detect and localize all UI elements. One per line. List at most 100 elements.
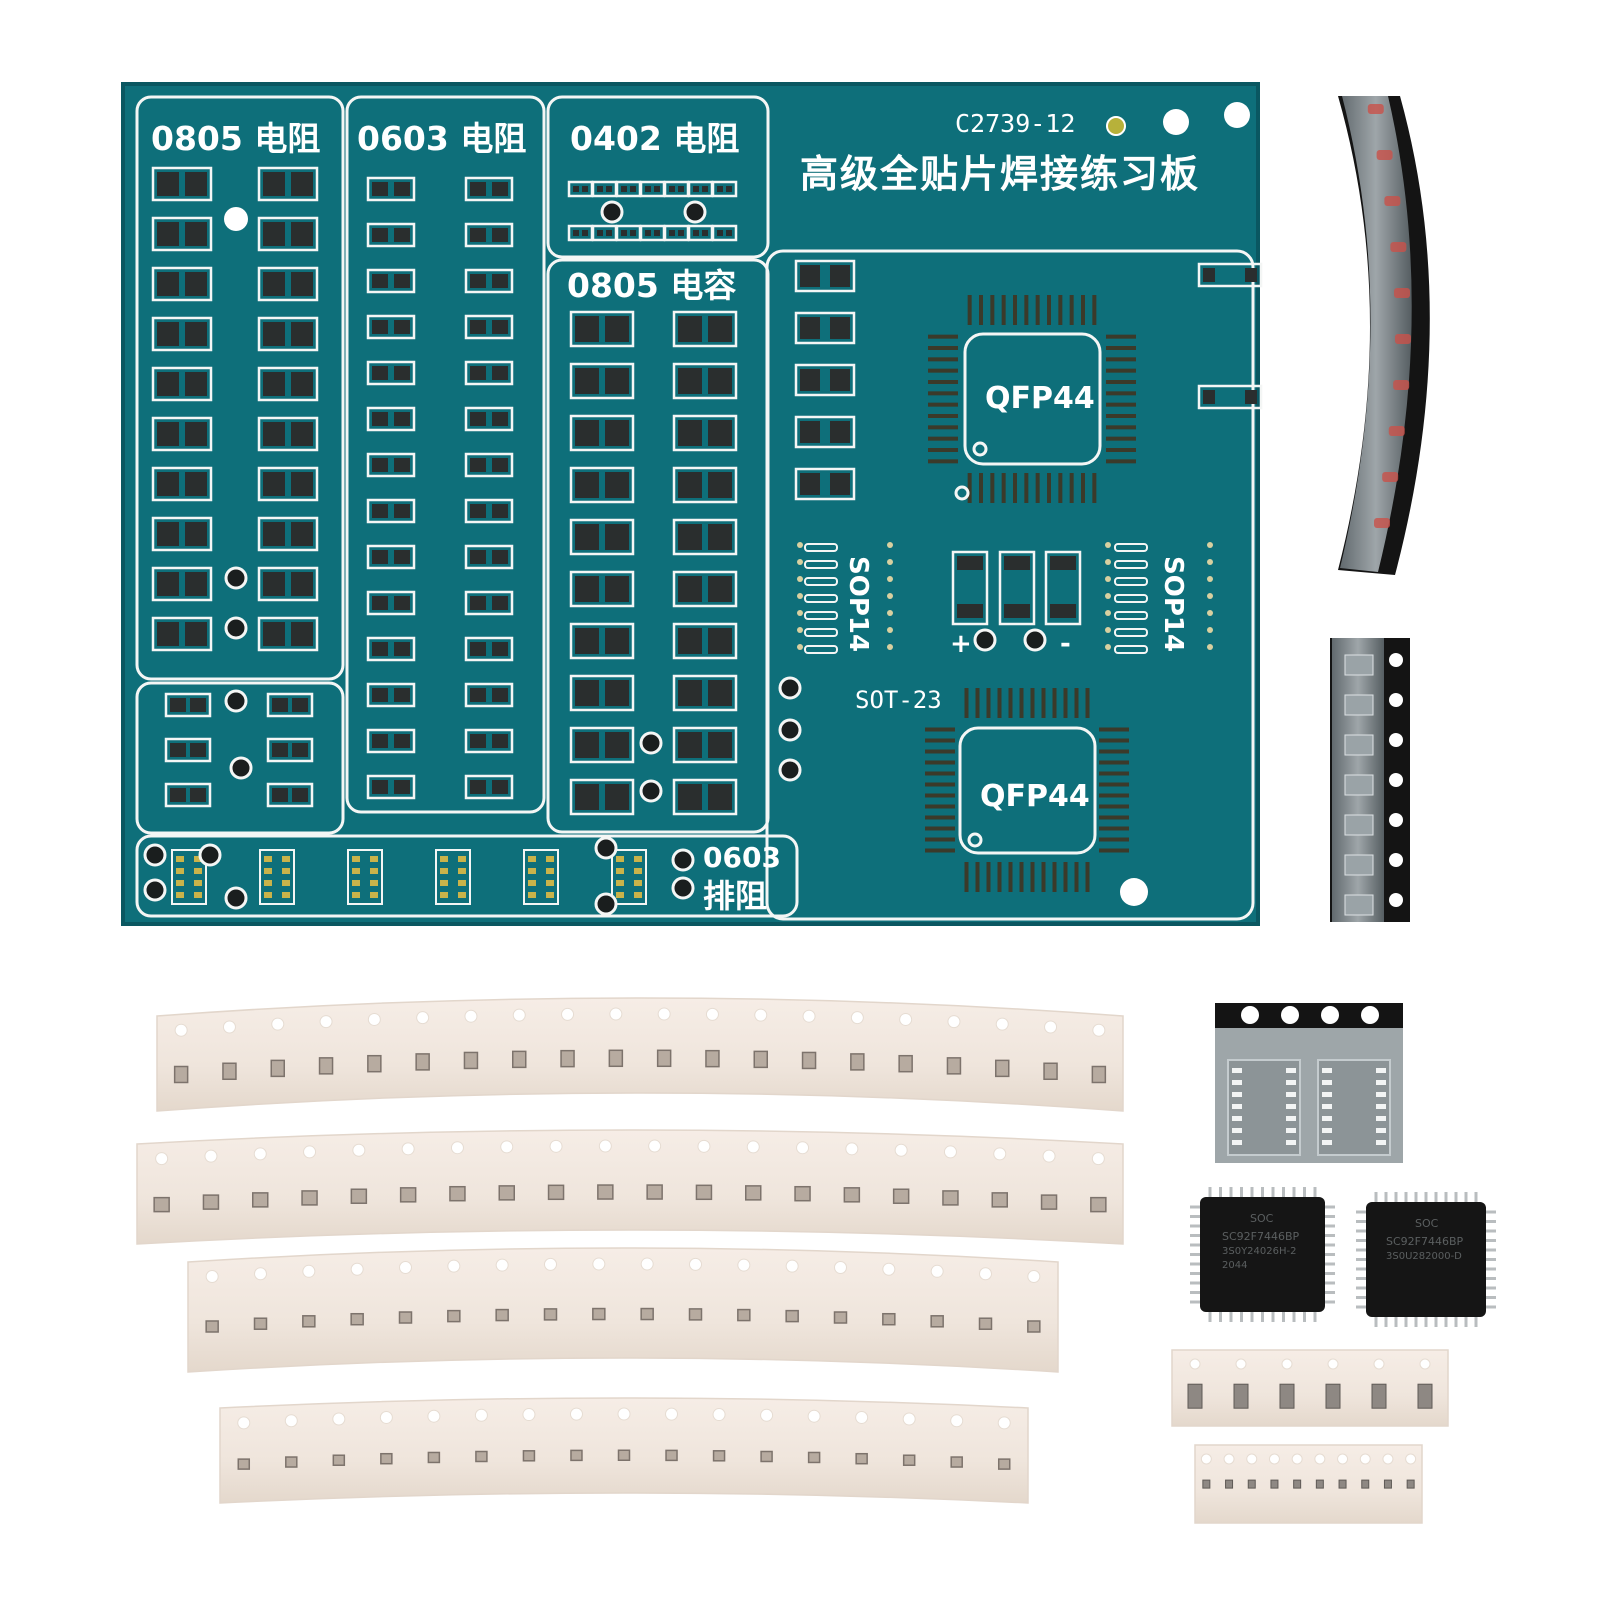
array-pad xyxy=(264,856,272,862)
chip-lead xyxy=(1474,1317,1478,1327)
chip-lead xyxy=(1486,1258,1496,1261)
chip-lead xyxy=(1190,1272,1200,1275)
r0603-left-outline xyxy=(366,682,416,708)
c0805-left-pad xyxy=(575,524,599,550)
array-pad xyxy=(616,868,624,874)
qfp-pin xyxy=(990,473,995,503)
via xyxy=(1105,627,1111,633)
via xyxy=(887,610,893,616)
r0603-right-outline xyxy=(464,636,514,662)
c0805-right-outline xyxy=(672,518,738,556)
r0805-left-outline xyxy=(151,316,213,352)
chip-lead xyxy=(1356,1239,1366,1242)
qfp-pin xyxy=(925,749,955,754)
r0805-right-outline xyxy=(257,566,319,602)
array-pad xyxy=(528,868,536,874)
tape-caps-sprocket xyxy=(512,1008,526,1022)
tape-res-0805-sprocket xyxy=(1091,1152,1105,1166)
array-pad xyxy=(264,880,272,886)
r0603-right-pad xyxy=(470,228,486,242)
tape-caps-sprocket xyxy=(705,1007,719,1021)
r0603-left-pad xyxy=(372,642,388,656)
qfp-pin xyxy=(1035,473,1040,503)
r0805-left-outline xyxy=(151,616,213,652)
r0805-right-outline xyxy=(257,216,319,252)
qfp-pin xyxy=(1058,295,1063,325)
chip-lead xyxy=(1250,1312,1254,1322)
sprocket-hole xyxy=(1389,813,1403,827)
chip-lead xyxy=(1356,1296,1366,1299)
qfp-pin xyxy=(1001,295,1006,325)
tape-res-0805-part xyxy=(991,1192,1008,1208)
tape-res-0603-part xyxy=(978,1317,993,1330)
reel-part xyxy=(1344,694,1374,716)
qfp-pin xyxy=(1099,837,1129,842)
sop-pin xyxy=(1114,543,1148,552)
array-pad xyxy=(194,868,202,874)
tape-caps-part xyxy=(1043,1062,1058,1081)
r0603-left-pad xyxy=(372,596,388,610)
qfp-pin xyxy=(1081,295,1085,325)
sprocket-hole xyxy=(1442,380,1455,392)
sop-pin xyxy=(1114,577,1148,586)
c0805-right-pad xyxy=(678,472,702,498)
cap-vert-outline xyxy=(1197,262,1263,288)
sprocket-hole xyxy=(1433,196,1446,208)
chip-lead xyxy=(1219,1312,1222,1322)
qfp-pin xyxy=(1030,688,1035,718)
via xyxy=(797,610,803,616)
r0805-right-pad xyxy=(263,372,285,396)
label-plus: + xyxy=(950,629,972,659)
array-pad xyxy=(176,880,184,886)
tant-outline xyxy=(951,550,989,626)
board-title: 高级全贴片焊接练习板 xyxy=(800,152,1200,196)
through-hole xyxy=(143,843,167,867)
tape-res-0805-sprocket xyxy=(746,1140,760,1154)
tape-res-0805-part xyxy=(399,1187,417,1203)
r0603-right-pad xyxy=(492,228,508,242)
r0603-left-pad xyxy=(394,458,410,472)
tape-res-0402-sprocket xyxy=(712,1408,726,1422)
qfp-pin xyxy=(1041,688,1046,718)
qfp-pin xyxy=(1058,473,1063,503)
r0402-top-pad xyxy=(702,186,708,192)
array-pad xyxy=(528,880,536,886)
tape-res-0402-part xyxy=(807,1451,821,1464)
r0603-left-pad xyxy=(394,320,410,334)
via xyxy=(1207,576,1213,582)
tape-arrays-part xyxy=(1279,1383,1295,1409)
tape-res-0402-part xyxy=(380,1452,393,1465)
r0603-right-outline xyxy=(464,774,514,800)
r0805-right-pad xyxy=(263,422,285,446)
chip-lead xyxy=(1454,1192,1458,1202)
chip-lead xyxy=(1190,1215,1200,1218)
r0603-right-outline xyxy=(464,452,514,478)
array-pad xyxy=(176,892,184,898)
c0805-left-pad xyxy=(605,680,629,706)
through-hole xyxy=(224,689,248,713)
sop-lead xyxy=(1322,1128,1332,1133)
qfp-pin xyxy=(928,414,958,418)
r0603-right-pad xyxy=(492,274,508,288)
qfp-pin xyxy=(925,804,955,809)
sop-lead xyxy=(1376,1104,1386,1109)
sop-pin xyxy=(804,628,838,637)
r-small-right-pad xyxy=(292,743,308,757)
r-small-left-pad xyxy=(170,743,186,757)
reel-part xyxy=(1382,472,1399,482)
qfp-pin xyxy=(1074,688,1079,718)
c0805-left-pad xyxy=(575,316,599,342)
reel-part xyxy=(1394,334,1411,344)
qfp-pin xyxy=(986,688,991,718)
sop-lead xyxy=(1322,1116,1332,1121)
r0603-left-pad xyxy=(394,412,410,426)
tape-caps-part xyxy=(608,1049,624,1068)
sprocket-hole xyxy=(1281,1006,1299,1024)
r0805-right-pad xyxy=(263,572,285,596)
r-small-left-pad xyxy=(190,743,206,757)
r0603-left-outline xyxy=(366,774,416,800)
chip-lead xyxy=(1374,1192,1378,1202)
qfp-pin xyxy=(975,862,980,892)
label-array-name: 排阻 xyxy=(703,877,767,915)
through-hole xyxy=(224,566,248,590)
